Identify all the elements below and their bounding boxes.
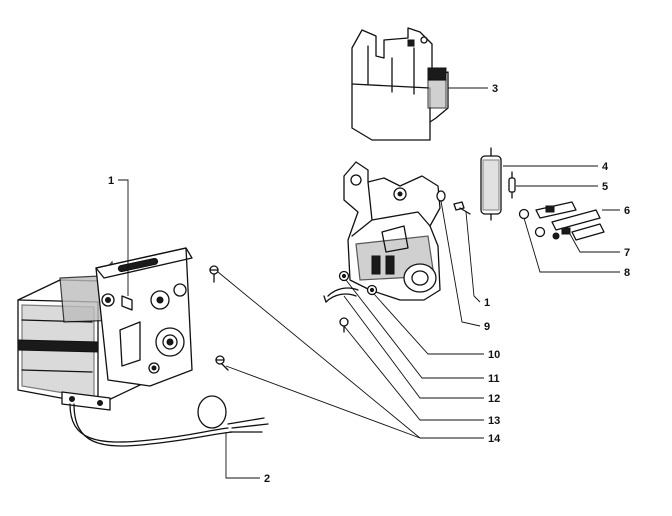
callout-3: 3	[492, 83, 498, 95]
spring-clip-12	[323, 287, 359, 303]
resistor-5	[508, 171, 516, 199]
cover-part-3	[351, 27, 449, 141]
washer-9	[436, 190, 446, 202]
leader-lines	[118, 87, 620, 479]
callout-1-left: 1	[108, 175, 114, 187]
callout-14: 14	[488, 433, 501, 445]
callout-labels: 1 2 3 4 5 6 7 8 1 9 10 11 12 13 14	[108, 83, 630, 485]
callout-6: 6	[624, 205, 630, 217]
callout-10: 10	[488, 349, 500, 361]
callout-4: 4	[602, 161, 609, 173]
callout-1-right: 1	[484, 297, 490, 309]
callout-13: 13	[488, 415, 500, 427]
screw-14-upper	[209, 265, 219, 283]
screw-14-lower	[215, 355, 229, 371]
motor-assembly	[17, 247, 269, 447]
terminal-7	[545, 205, 605, 241]
capacitor-4	[480, 147, 502, 221]
washer-11	[338, 270, 350, 282]
callout-2: 2	[264, 473, 270, 485]
callout-8: 8	[624, 267, 630, 279]
callout-5: 5	[602, 181, 608, 193]
callout-11: 11	[488, 373, 500, 385]
screw-1-right	[453, 201, 471, 215]
insulator-6	[535, 201, 601, 231]
switch-housing	[343, 161, 441, 301]
nut-10	[366, 284, 378, 296]
callout-9: 9	[484, 321, 490, 333]
callout-7: 7	[624, 247, 630, 259]
callout-12: 12	[488, 393, 500, 405]
